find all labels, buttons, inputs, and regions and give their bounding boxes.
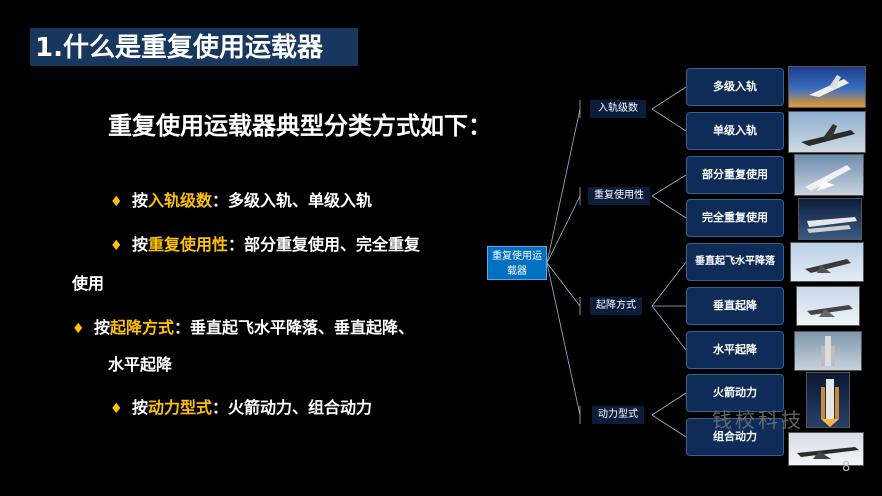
bullet-orbit-stages: ♦按入轨级数：多级入轨、单级入轨 bbox=[110, 190, 372, 213]
leaf-single-stage: 单级入轨 bbox=[686, 112, 784, 150]
slide-heading: 重复使用运载器典型分类方式如下： bbox=[108, 112, 492, 140]
category-reusability: 重复使用性 bbox=[588, 187, 650, 205]
htol-vehicle-image bbox=[794, 331, 862, 371]
connector-line bbox=[546, 262, 581, 307]
leaf-rocket-power: 火箭动力 bbox=[686, 374, 784, 412]
leaf-full-reuse: 完全重复使用 bbox=[686, 199, 784, 237]
bullet-diamond-icon: ♦ bbox=[110, 401, 123, 417]
multi-stage-vehicle-image bbox=[788, 66, 866, 108]
connector-line bbox=[546, 262, 581, 416]
category-launch-landing: 起降方式 bbox=[590, 297, 642, 315]
vtvl-vehicle-image bbox=[796, 286, 860, 326]
bullet-reusability: ♦按重复使用性：部分重复使用、完全重复 bbox=[110, 234, 420, 257]
vtohl-vehicle-image bbox=[790, 242, 864, 282]
leaf-partial-reuse: 部分重复使用 bbox=[686, 156, 784, 194]
full-reuse-vehicle-image bbox=[798, 198, 862, 240]
connector-line bbox=[546, 108, 581, 264]
bullet-launch-landing-continued: 水平起降 bbox=[108, 355, 173, 374]
slide-title: 1.什么是重复使用运载器 bbox=[35, 33, 323, 63]
bullet-launch-landing: ♦按起降方式：垂直起飞水平降落、垂直起降、 bbox=[72, 317, 414, 340]
bullet-diamond-icon: ♦ bbox=[110, 194, 123, 210]
category-propulsion: 动力型式 bbox=[592, 406, 644, 424]
category-orbit-stages: 入轨级数 bbox=[590, 100, 646, 118]
connector-line bbox=[546, 195, 581, 264]
bullet-propulsion: ♦按动力型式：火箭动力、组合动力 bbox=[110, 397, 372, 420]
leaf-htol: 水平起降 bbox=[686, 331, 784, 369]
single-stage-vehicle-image bbox=[788, 111, 866, 153]
diagram-root-node: 重复使用运载器 bbox=[487, 246, 547, 280]
title-bar bbox=[30, 28, 358, 66]
page-number: 8 bbox=[842, 460, 851, 475]
bullet-diamond-icon: ♦ bbox=[110, 238, 123, 254]
bullet-diamond-icon: ♦ bbox=[72, 321, 85, 337]
rocket-power-vehicle-image bbox=[806, 372, 850, 428]
leaf-vtohl: 垂直起飞水平降落 bbox=[686, 243, 784, 281]
leaf-vtvl: 垂直起降 bbox=[686, 287, 784, 325]
bullet-reusability-continued: 使用 bbox=[72, 274, 105, 293]
partial-reuse-vehicle-image bbox=[794, 154, 864, 196]
watermark: 钱校科技 bbox=[712, 408, 804, 432]
leaf-combined-power: 组合动力 bbox=[686, 418, 784, 456]
combined-power-vehicle-image bbox=[788, 432, 864, 466]
leaf-multi-stage: 多级入轨 bbox=[686, 68, 784, 106]
